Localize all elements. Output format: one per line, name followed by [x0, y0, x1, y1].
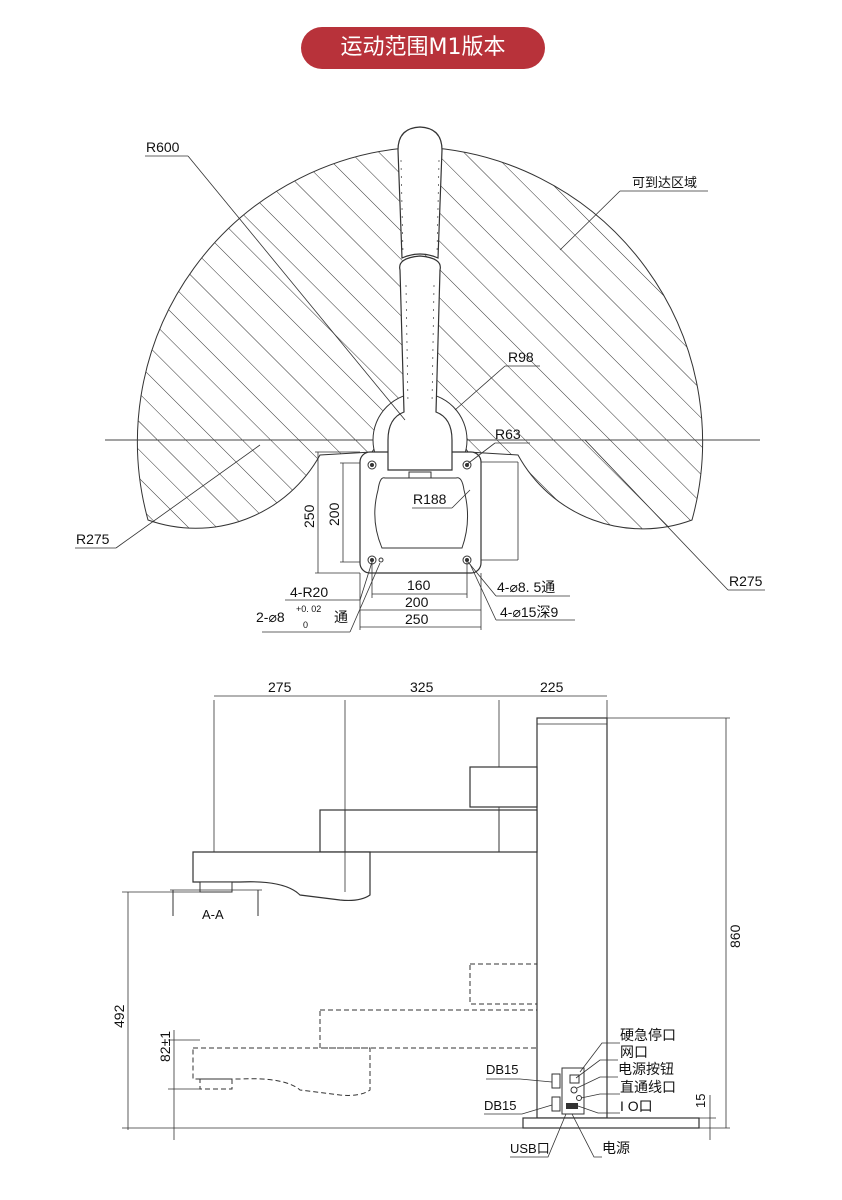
label-section-aa: A-A [202, 907, 224, 922]
label-direct-line-port: 直通线口 [620, 1079, 676, 1095]
label-hole-15: 4-⌀15深9 [500, 604, 558, 620]
label-network-port: 网口 [620, 1044, 648, 1060]
label-dim-15: 15 [693, 1094, 708, 1108]
label-hole-8-5: 4-⌀8. 5通 [497, 579, 555, 595]
label-r188: R188 [413, 491, 447, 507]
pin-hole [378, 557, 384, 563]
label-dim-860: 860 [727, 924, 743, 948]
mount-hole [465, 463, 469, 467]
label-usb-port: USB口 [510, 1141, 550, 1156]
db15-connector-top [551, 1073, 561, 1089]
label-r63: R63 [495, 426, 521, 442]
base-body-outline [374, 477, 468, 549]
label-dim-82: 82±1 [157, 1031, 173, 1062]
label-corner-radius: 4-R20 [290, 584, 328, 600]
label-dim-250-vertical: 250 [301, 504, 317, 528]
label-reachable-area: 可到达区域 [632, 175, 697, 190]
power-button [570, 1086, 578, 1094]
lowered-arm-dashed [192, 963, 538, 1096]
forearm [192, 851, 371, 902]
robot-arm-top-view [387, 255, 453, 471]
label-r600: R600 [146, 139, 180, 155]
db15-connector-bottom [551, 1096, 561, 1112]
label-emergency-stop: 硬急停口 [620, 1027, 676, 1043]
label-io-port: I O口 [620, 1098, 653, 1114]
label-dim-325: 325 [410, 679, 434, 695]
robot-forearm-top-view [397, 126, 443, 259]
label-r98: R98 [508, 349, 534, 365]
end-effector [199, 881, 233, 893]
label-dim-200-vertical: 200 [326, 502, 342, 526]
top-view: R600 可到达区域 R98 R63 R188 R275 R275 250 20… [75, 126, 765, 633]
label-dim-225: 225 [540, 679, 564, 695]
side-view: 275 325 225 A-A 860 15 [111, 679, 743, 1158]
label-width-250: 250 [405, 611, 429, 627]
label-r275-left: R275 [76, 531, 110, 547]
joint-housing [469, 766, 538, 808]
direct-line-port [576, 1095, 582, 1101]
label-pin-hole: 2-⌀8 [256, 609, 285, 625]
label-power-button: 电源按钮 [618, 1061, 674, 1077]
label-db15-bottom: DB15 [484, 1098, 517, 1113]
label-pin-hole-tol-lower: 0 [303, 620, 308, 630]
label-dim-492: 492 [111, 1004, 127, 1028]
label-pin-hole-suffix: 通 [334, 609, 348, 625]
label-width-200: 200 [405, 594, 429, 610]
robot-base-plate [522, 1117, 700, 1129]
mount-hole [367, 460, 377, 470]
mount-hole [462, 460, 472, 470]
upper-arm [319, 809, 538, 853]
robot-column [536, 717, 608, 1119]
label-power: 电源 [602, 1140, 630, 1156]
label-width-160: 160 [407, 577, 431, 593]
label-dim-275: 275 [268, 679, 292, 695]
title-badge: 运动范围M1版本 [301, 27, 545, 69]
label-pin-hole-tol-upper: +0. 02 [296, 604, 321, 614]
label-r275-right: R275 [729, 573, 763, 589]
label-db15-top: DB15 [486, 1062, 519, 1077]
mount-hole [370, 463, 374, 467]
network-port [569, 1074, 580, 1084]
io-port [566, 1103, 578, 1109]
